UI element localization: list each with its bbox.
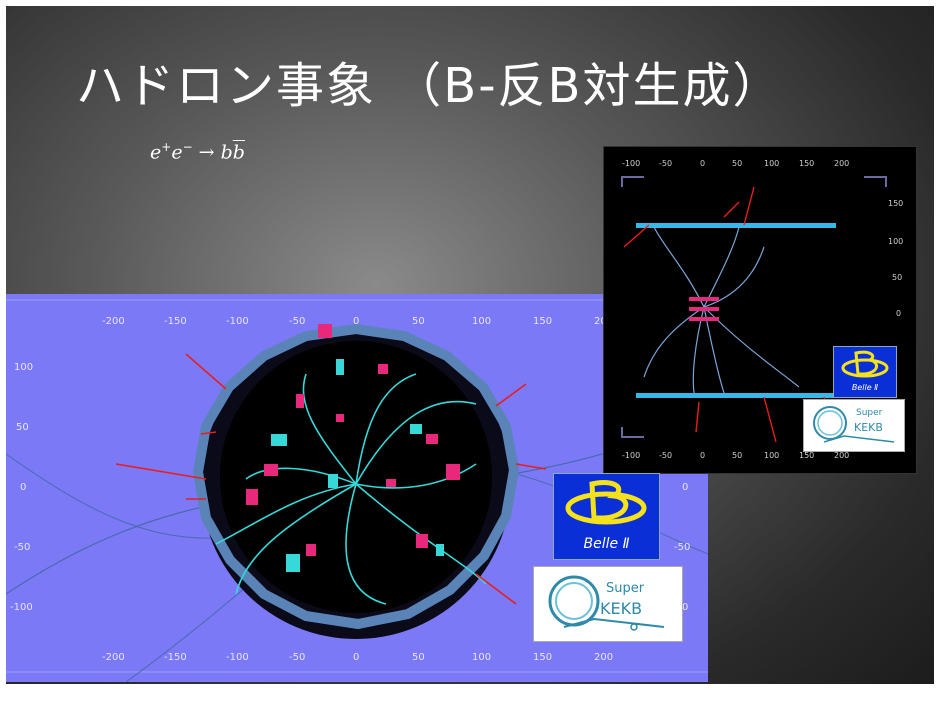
side-x-tick-6: 150 (799, 159, 815, 168)
side-x-tick-7: 200 (834, 159, 850, 168)
side-y-tick-3: 50 (892, 273, 903, 282)
side-x-tick-bottom-3: 0 (700, 451, 706, 460)
slide-frame-top (0, 0, 940, 6)
belle2-b-emblem (565, 480, 647, 525)
belle2-label: Belle Ⅱ (583, 536, 630, 552)
superkekb-super-label-small: Super (856, 408, 883, 418)
formula-arrow: → (192, 141, 221, 164)
front-y-tick-right-2: -50 (674, 542, 691, 553)
superkekb-q-emblem (548, 575, 665, 631)
side-y-tick-1: 150 (888, 199, 904, 208)
front-x-tick-bottom-7: 100 (472, 652, 492, 663)
front-x-tick-2: -150 (164, 316, 187, 327)
superkekb-super-label: Super (606, 581, 645, 596)
front-x-tick-7: 100 (472, 316, 492, 327)
front-y-tick-3: 0 (20, 482, 27, 493)
front-x-tick-bottom-6: 50 (412, 652, 425, 663)
formula-b: b (220, 141, 233, 164)
front-x-tick-8: 150 (533, 316, 553, 327)
belle2-logo-small: Belle Ⅱ (833, 346, 897, 398)
side-x-tick-bottom-2: -50 (659, 451, 673, 460)
front-x-tick-bottom-2: -150 (164, 652, 187, 663)
side-x-tick-bottom-7: 200 (834, 451, 850, 460)
front-x-tick-bottom-9: 200 (594, 652, 614, 663)
front-x-tick-5: 0 (353, 316, 360, 327)
side-x-tick-bottom-4: 50 (732, 451, 743, 460)
front-y-tick-5: -100 (10, 602, 33, 613)
event-display-side-view: -100 -50 0 50 100 150 200 -100 -50 0 50 … (603, 146, 917, 474)
detector-outer-ring (192, 323, 520, 630)
formula-electron-2: e (171, 141, 183, 164)
front-x-tick-6: 50 (412, 316, 425, 327)
side-y-tick-2: 100 (888, 237, 904, 246)
side-y-tick-4: 0 (896, 309, 902, 318)
front-x-tick-4: -50 (289, 316, 306, 327)
side-x-tick-4: 50 (732, 159, 743, 168)
formula-plus: + (161, 140, 172, 154)
front-x-tick-bottom-1: -200 (102, 652, 125, 663)
front-view-graphics (6, 299, 708, 682)
superkekb-kekb-label-small: KEKB (854, 421, 883, 434)
slide-title: ハドロン事象 （B-反B対生成） (76, 58, 783, 114)
superkekb-logo: Super KEKB (533, 566, 683, 642)
side-x-tick-bottom-5: 100 (764, 451, 780, 460)
formula-bbar: b (232, 141, 245, 164)
side-x-tick-3: 0 (700, 159, 706, 168)
slide-frame-left (0, 0, 6, 710)
belle2-logo: Belle Ⅱ (553, 473, 660, 560)
formula-minus: − (182, 140, 193, 154)
formula-electron: e (150, 141, 162, 164)
front-x-tick-3: -100 (226, 316, 249, 327)
slide-frame-right (934, 0, 940, 710)
side-x-tick-bottom-6: 150 (799, 451, 815, 460)
side-x-tick-5: 100 (764, 159, 780, 168)
slide-frame-bottom (0, 684, 940, 710)
belle2-label-small: Belle Ⅱ (851, 383, 879, 392)
front-y-tick-right-1: 0 (682, 482, 689, 493)
superkekb-logo-small: Super KEKB (803, 399, 905, 452)
front-y-tick-4: -50 (14, 542, 31, 553)
front-x-tick-bottom-8: 150 (533, 652, 553, 663)
belle2-b-emblem-small (841, 350, 889, 378)
side-x-tick-2: -50 (659, 159, 673, 168)
superkekb-kekb-label: KEKB (600, 599, 643, 618)
front-y-tick-right-3: 0 (682, 602, 689, 613)
front-x-tick-bottom-5: 0 (353, 652, 360, 663)
front-x-tick-bottom-4: -50 (289, 652, 306, 663)
superkekb-q-emblem-small (813, 406, 895, 443)
reaction-formula: e+e− → bb (150, 140, 245, 163)
side-x-tick-bottom-1: -100 (622, 451, 641, 460)
front-x-tick-bottom-3: -100 (226, 652, 249, 663)
side-x-tick-1: -100 (622, 159, 641, 168)
front-y-tick-1: 100 (14, 362, 34, 373)
front-y-tick-2: 50 (16, 422, 29, 433)
front-x-tick-1: -200 (102, 316, 125, 327)
